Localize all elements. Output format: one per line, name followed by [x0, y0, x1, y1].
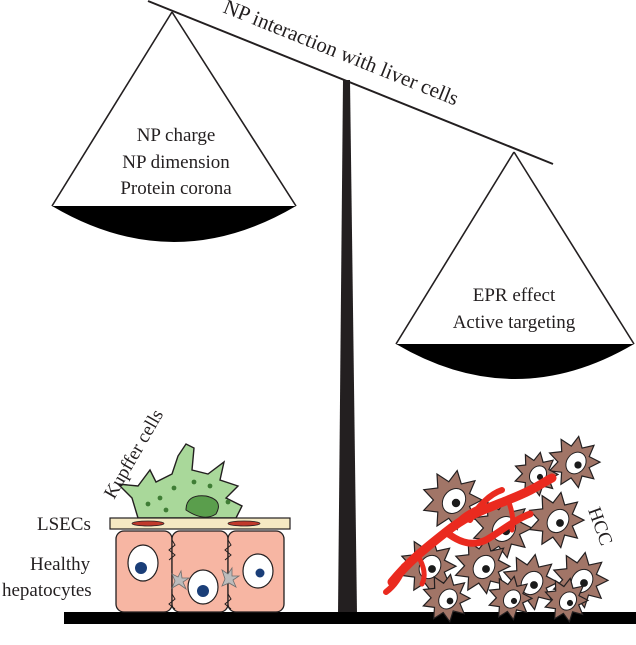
balance-base — [64, 612, 636, 624]
hcc-cell-nucleolus — [451, 498, 461, 508]
hepatocytes-label-line1: Healthy — [30, 554, 91, 575]
hcc-cell-nucleolus — [566, 599, 574, 607]
lsec-layer — [109, 517, 291, 530]
beam-title: NP interaction with liver cells — [220, 0, 462, 110]
balance-beam — [147, 0, 554, 165]
kupffer-cell — [116, 443, 243, 519]
hcc-cell-nucleolus — [536, 473, 544, 481]
left-pan-label-dimension: NP dimension — [122, 152, 230, 173]
left-pan — [51, 11, 297, 242]
hcc-cell-nucleolus — [574, 461, 582, 469]
right-pan-label-epr: EPR effect — [473, 285, 556, 306]
hcc-cells — [400, 435, 610, 624]
right-pan-label-targeting: Active targeting — [453, 312, 576, 333]
hcc-cell-nucleolus — [530, 581, 538, 589]
hcc-cell-nucleolus — [556, 519, 564, 527]
hcc-cell-nucleolus — [428, 565, 436, 573]
hcc-cell-nucleolus — [580, 579, 588, 587]
hepatocytes — [115, 530, 285, 613]
hcc-cell-nucleolus — [482, 565, 490, 573]
hcc-label: HCC — [583, 505, 616, 549]
left-pan-label-charge: NP charge — [137, 125, 216, 146]
left-pan-label-corona: Protein corona — [120, 178, 232, 199]
balance-post — [338, 80, 357, 614]
lsec-label: LSECs — [37, 514, 91, 535]
right-pan — [395, 151, 635, 379]
tumor-vessels — [383, 473, 557, 595]
hcc-cell-nucleolus — [446, 597, 454, 605]
hcc-cell-nucleolus — [510, 597, 518, 605]
hepatocytes-label-line2: hepatocytes — [2, 580, 92, 601]
